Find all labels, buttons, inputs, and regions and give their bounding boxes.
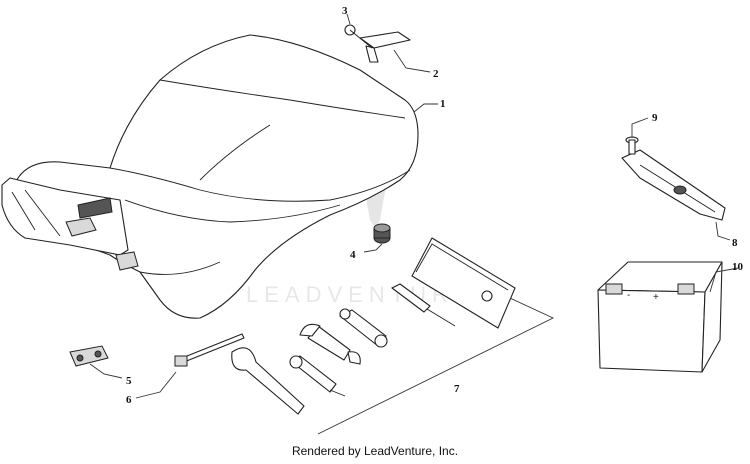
callout-8: 8 (732, 237, 738, 249)
callout-2: 2 (433, 68, 439, 80)
seat-latch-clip[interactable] (344, 24, 411, 63)
footer-credit: Rendered by LeadVenture, Inc. (291, 444, 459, 458)
leader-2 (393, 49, 431, 73)
grommet-part[interactable] (373, 223, 391, 244)
callout-5: 5 (126, 375, 132, 387)
open-wrench-tool[interactable] (299, 323, 361, 365)
leader-3 (346, 13, 351, 25)
spanner-tool[interactable] (231, 347, 305, 415)
leader-4 (363, 243, 383, 253)
leader-5 (89, 363, 123, 379)
battery-neg-label: - (627, 290, 630, 301)
socket-wrench-tool[interactable] (339, 308, 388, 348)
battery-pos-label: + (653, 292, 659, 303)
leader-10 (709, 267, 739, 293)
battery-part[interactable]: - + (597, 261, 723, 373)
screwdriver-tool[interactable] (391, 283, 456, 327)
retainer-clip-part[interactable] (69, 345, 109, 367)
battery-strap-part[interactable] (621, 136, 726, 221)
cable-tie-part[interactable] (174, 333, 245, 367)
leader-8 (715, 221, 731, 241)
leader-1 (413, 103, 438, 113)
callout-10: 10 (732, 261, 744, 273)
exploded-view: LEADVENTURE (1, 5, 744, 435)
callout-4: 4 (350, 249, 356, 261)
seat-part[interactable] (1, 34, 419, 319)
callout-6: 6 (126, 394, 132, 406)
leader-6 (135, 371, 177, 399)
callout-1: 1 (440, 98, 446, 110)
tool-plate[interactable] (411, 237, 516, 329)
callout-3: 3 (342, 5, 348, 17)
leader-9 (631, 117, 649, 138)
callout-7: 7 (454, 383, 460, 395)
spark-plug-tool[interactable] (289, 355, 346, 397)
callout-9: 9 (652, 112, 658, 124)
